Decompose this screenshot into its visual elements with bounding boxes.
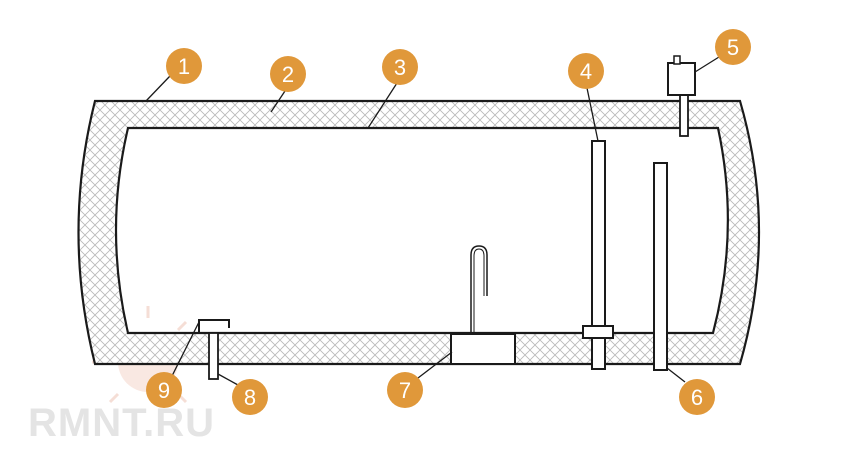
- callout-4-label: 4: [580, 59, 592, 84]
- leader-line-3: [367, 82, 398, 129]
- callout-7: 7: [387, 372, 423, 408]
- thermostat-tube: [582, 140, 614, 370]
- watermark-text: RMNT.RU: [28, 401, 215, 445]
- leader-line-1: [145, 75, 171, 102]
- callout-1: 1: [166, 48, 202, 84]
- callout-3: 3: [382, 49, 418, 85]
- callout-9-label: 9: [158, 378, 170, 403]
- callout-9: 9: [146, 372, 182, 408]
- callout-4: 4: [568, 53, 604, 89]
- callout-5: 5: [715, 29, 751, 65]
- leader-line-4: [586, 87, 599, 142]
- callout-6: 6: [679, 379, 715, 415]
- callout-8: 8: [232, 379, 268, 415]
- callout-8-label: 8: [244, 385, 256, 410]
- callout-7-label: 7: [399, 378, 411, 403]
- hot-water-outlet-pipe: [653, 162, 668, 371]
- callout-3-label: 3: [394, 55, 406, 80]
- thermostat-flange: [582, 325, 614, 339]
- leader-line-5: [694, 56, 720, 73]
- callout-1-label: 1: [178, 54, 190, 79]
- leader-line-9: [171, 321, 200, 377]
- heating-element-coil: [470, 245, 488, 334]
- inlet-diffuser: [198, 319, 230, 333]
- callout-2: 2: [270, 56, 306, 92]
- callout-2-label: 2: [282, 62, 294, 87]
- callout-5-label: 5: [727, 35, 739, 60]
- leader-line-2: [270, 90, 286, 113]
- tank: [77, 99, 761, 366]
- safety-valve: [667, 55, 696, 137]
- leader-line-8: [217, 373, 239, 386]
- heating-element: [450, 245, 516, 365]
- leader-line-6: [666, 367, 686, 383]
- cold-water-inlet: [208, 332, 219, 380]
- callouts: 1 2 3 4 5 6 7 8: [146, 29, 751, 415]
- tank-insulation-layer: [77, 99, 761, 366]
- leader-lines: [145, 56, 720, 386]
- leader-line-7: [417, 351, 453, 379]
- heating-element-flange: [450, 333, 516, 365]
- callout-6-label: 6: [691, 385, 703, 410]
